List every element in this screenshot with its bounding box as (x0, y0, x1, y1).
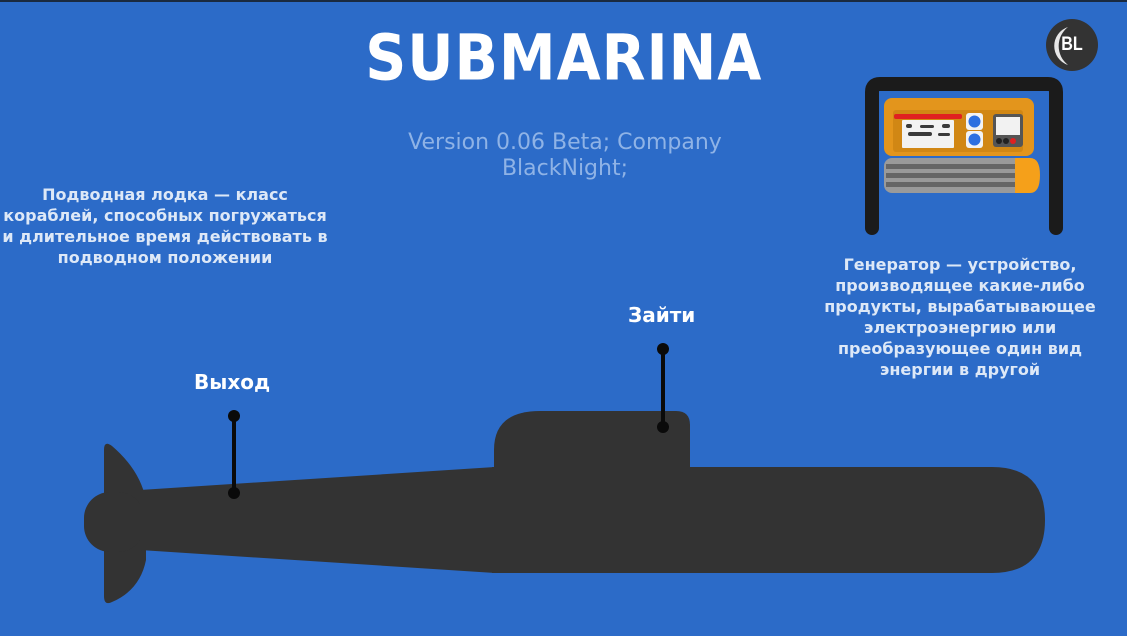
version-text: Version 0.06 Beta; Company BlackNight; (408, 130, 722, 181)
generator-description: Генератор — устройство, производящее как… (824, 255, 1096, 379)
meter-display (996, 117, 1020, 135)
meter-knob (996, 138, 1002, 144)
pin-top-dot (228, 410, 240, 422)
submarine-propeller-hub (84, 492, 144, 552)
socket-icon (968, 133, 981, 146)
plate-mark (920, 125, 934, 128)
pin-bottom-dot (228, 487, 240, 499)
generator-frame (865, 77, 1063, 235)
pin-bottom-dot (657, 421, 669, 433)
engine-fin (886, 173, 1016, 178)
engine-fin (886, 182, 1016, 187)
window-top-edge (0, 0, 1127, 2)
submarine-conning-tower (494, 411, 690, 470)
meter-indicator-red (1010, 138, 1016, 144)
plate-mark (906, 124, 912, 128)
enter-button[interactable]: Зайти (628, 303, 696, 327)
exit-hotspot-pin[interactable] (228, 410, 240, 499)
engine-fin (886, 164, 1016, 169)
moon-arc-icon (1054, 27, 1068, 65)
plate-mark (942, 124, 950, 128)
company-logo-button[interactable]: BL (1046, 19, 1098, 71)
submarine-rear-hull (140, 467, 495, 573)
socket-icon (968, 115, 981, 128)
generator-red-stripe (894, 114, 962, 119)
game-title: SUBMARINA (364, 20, 763, 95)
exit-button[interactable]: Выход (194, 370, 271, 394)
generator[interactable] (865, 77, 1063, 235)
logo-text: BL (1061, 34, 1083, 55)
engine-cap (1015, 158, 1040, 193)
plate-mark (938, 133, 950, 136)
submarine (84, 411, 1045, 604)
submarine-description: Подводная лодка — класс кораблей, способ… (2, 185, 328, 267)
meter-knob (1003, 138, 1009, 144)
submarine-main-hull (492, 467, 1045, 573)
plate-mark (908, 132, 932, 136)
pin-top-dot (657, 343, 669, 355)
enter-hotspot-pin[interactable] (657, 343, 669, 433)
